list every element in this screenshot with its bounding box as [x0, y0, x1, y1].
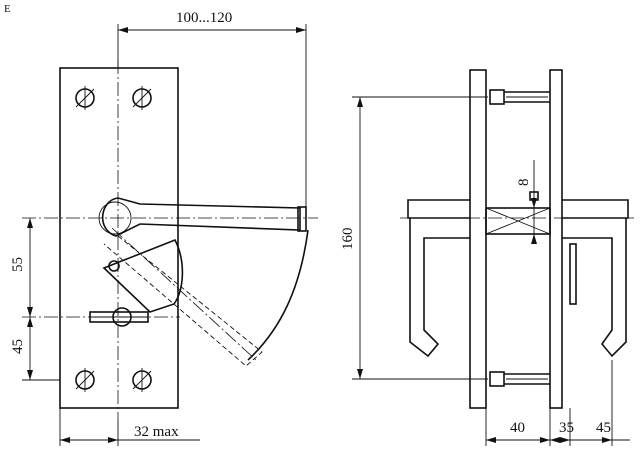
dimension-label: 8: [516, 179, 532, 187]
mounting-hole: [132, 368, 152, 392]
dimension-label: 35: [559, 420, 574, 436]
dimension-label: 55: [10, 257, 26, 272]
side-view: 160 8 40 35 45: [340, 69, 636, 446]
dimension-label: 45: [596, 420, 611, 436]
handle-lever: [98, 197, 307, 237]
bottom-bolt: [489, 371, 550, 387]
dimension-label: 40: [510, 420, 525, 436]
dimension-label: 160: [340, 228, 356, 251]
latch-cam: [102, 238, 184, 313]
dimension-label: 45: [10, 339, 26, 354]
dimension-square: 8: [516, 160, 537, 244]
swing-arc: [247, 229, 309, 361]
door-plate-left: [469, 69, 487, 409]
dimension-bottom: 32 max: [59, 408, 200, 446]
mounting-hole: [132, 86, 152, 110]
mounting-hole: [75, 86, 95, 110]
square-spindle: [485, 191, 551, 235]
dimension-top: 100...120: [117, 10, 307, 208]
handle-right-side: [562, 199, 629, 358]
dimension-label: 100...120: [176, 10, 232, 26]
dimension-height: 160: [340, 96, 488, 380]
top-bolt: [489, 89, 550, 105]
dimension-label: 32 max: [134, 424, 179, 440]
base-plate: [59, 67, 179, 409]
handle-left-side: [407, 199, 470, 358]
mounting-hole: [75, 368, 95, 392]
dimension-left: 55 45: [10, 218, 60, 381]
margin-mark: E: [4, 3, 11, 15]
door-plate-right: [549, 69, 563, 409]
front-view: 100...120 55 45 32 max E: [4, 3, 318, 446]
handle-open-position: [103, 227, 263, 367]
dimension-bottom-side: 40 35 45: [485, 360, 630, 446]
